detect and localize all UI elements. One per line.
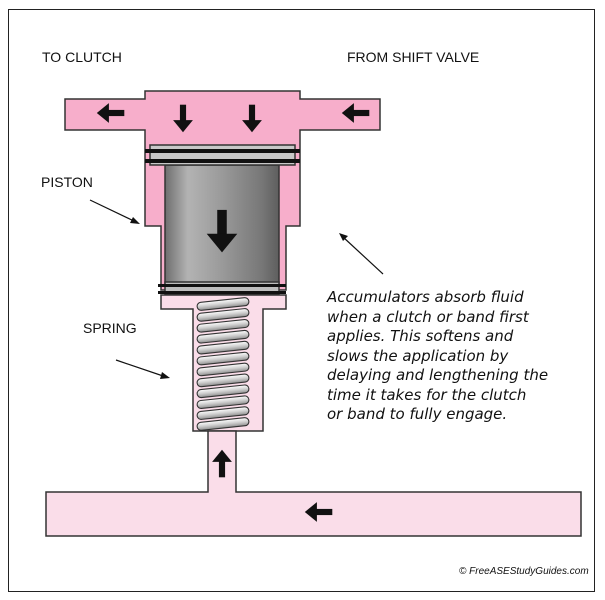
spring-coil [196,384,250,399]
piston-label: PISTON [41,174,93,190]
copyright-notice: © FreeASEStudyGuides.com [459,566,589,577]
chamber-down-arrow-right-icon [242,104,262,133]
bottom-seal-ring-lower [158,291,286,294]
piston-pointer-line [89,199,137,223]
spring-coil [196,406,250,420]
spring-coil [196,340,250,355]
spring-coil [196,297,250,311]
spring-coil [196,351,250,366]
description-line: or band to fully engage. [327,405,508,423]
description-line: Accumulators absorb fluid [327,288,524,306]
spring-coil [196,417,250,431]
description-line: when a clutch or band first [327,307,529,326]
bottom-seal-ring-upper [158,284,286,287]
passage-up-arrow-icon [212,449,232,478]
spring-coils [196,297,250,431]
spring-coil [196,318,250,333]
lower-passage [45,430,582,537]
spring-coil [196,308,250,322]
outlet-left-arrow-icon [96,103,125,123]
inlet-right-arrow-icon [341,103,370,123]
to-clutch-label: TO CLUTCH [42,49,122,65]
spring-pointer-arrowhead [160,372,170,379]
description-line: time it takes for the clutch [327,385,527,404]
spring-label: SPRING [83,320,137,336]
top-seal-ring-lower [145,159,300,163]
spring-coil [196,362,250,377]
outer-frame [8,9,595,592]
spring-coil [196,329,250,344]
chamber-down-arrow-left-icon [173,104,193,133]
description-pointer-line [342,236,384,275]
flow-arrows [96,103,370,522]
description-line: delaying and lengthening the [327,366,549,384]
description-text: Accumulators absorb fluid when a clutch … [327,288,577,425]
description-pointer-arrowhead [339,233,348,241]
lower-passage-left-arrow-icon [304,502,333,522]
spring-coil [196,373,250,388]
description-line: applies. This softens and [327,327,514,345]
piston-pointer-arrowhead [130,217,140,224]
top-seal-ring-upper [145,149,300,153]
description-line: slows the application by [327,346,509,365]
spring-pointer-line [115,359,167,378]
from-shift-valve-label: FROM SHIFT VALVE [347,49,480,65]
spring-coil [196,395,250,410]
piston-down-arrow-icon [206,209,238,253]
